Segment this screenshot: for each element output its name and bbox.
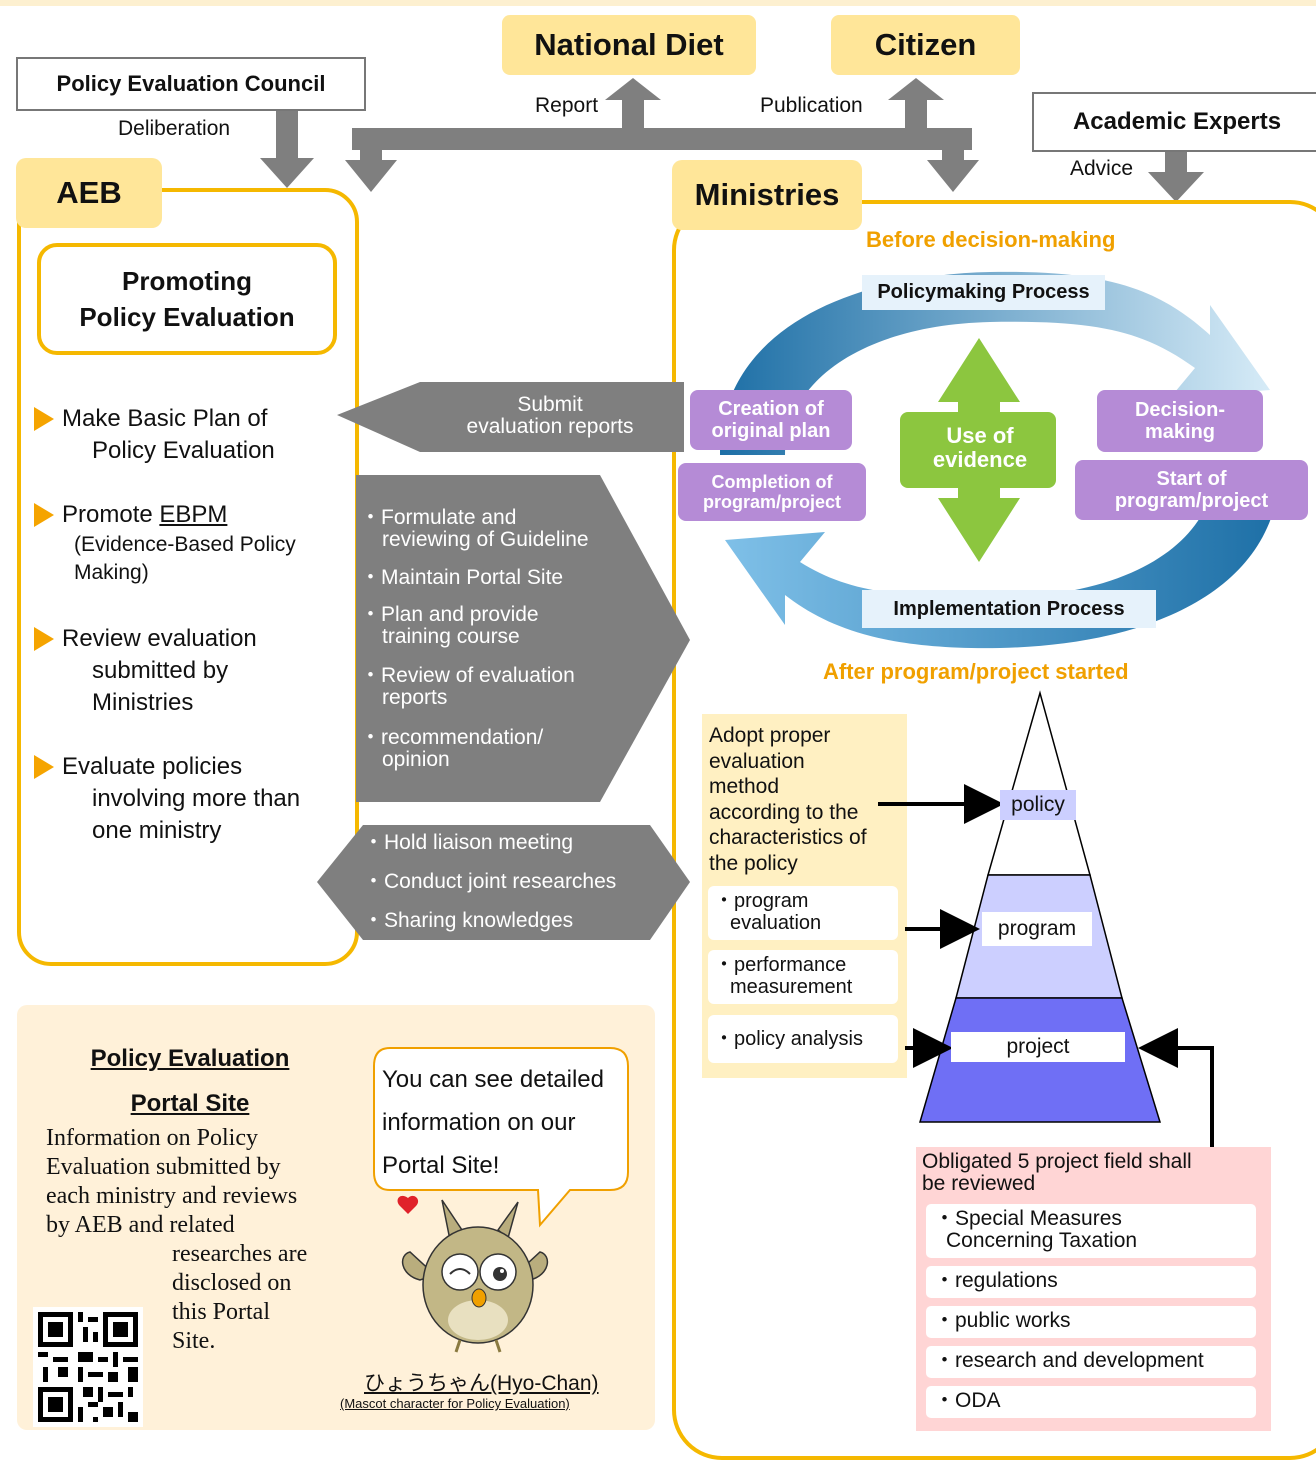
pyramid-policy-label: policy bbox=[1000, 790, 1076, 820]
aeb-item-text: Evaluate policies bbox=[62, 753, 243, 780]
obligated-item: ・regulations bbox=[926, 1266, 1256, 1298]
use-of-evidence-arrow bbox=[900, 338, 1056, 562]
before-decision-label: Before decision-making bbox=[866, 227, 1116, 252]
citizen-node: Citizen bbox=[831, 15, 1020, 75]
ministries-title: Ministries bbox=[672, 160, 862, 230]
aeb-action-item: ・recommendation/opinion bbox=[360, 726, 544, 771]
national-diet-node: National Diet bbox=[502, 15, 756, 75]
aeb-item-text: one ministry bbox=[92, 817, 222, 844]
aeb-item-review: Review evaluation submitted by Ministrie… bbox=[34, 623, 257, 719]
method-policy-analysis: ・policy analysis bbox=[708, 1015, 898, 1063]
pyramid-program-label: program bbox=[982, 912, 1092, 946]
triangle-bullet-icon bbox=[34, 627, 54, 651]
obligated-item: ・research and development bbox=[926, 1346, 1256, 1378]
promoting-line1: Promoting bbox=[122, 266, 252, 296]
ebpm-link[interactable]: EBPM bbox=[159, 501, 228, 528]
aeb-item-ebpm: Promote EBPM (Evidence-Based Policy Maki… bbox=[34, 499, 296, 587]
aeb-item-text: Review evaluation bbox=[62, 625, 257, 652]
council-node: Policy Evaluation Council bbox=[16, 57, 366, 111]
policymaking-process-label: Policymaking Process bbox=[862, 275, 1105, 310]
aeb-title: AEB bbox=[16, 158, 162, 228]
report-label: Report bbox=[535, 94, 599, 117]
obligated-item: ・public works bbox=[926, 1306, 1256, 1338]
implementation-process-label: Implementation Process bbox=[862, 590, 1156, 628]
submit-arrow-label: Submit evaluation reports bbox=[420, 394, 680, 438]
mascot-name-en: (Hyo-Chan) bbox=[490, 1372, 599, 1395]
aeb-item-text: Ministries bbox=[92, 689, 194, 716]
triangle-bullet-icon bbox=[34, 407, 54, 431]
decision-making: Decision-making bbox=[1097, 390, 1263, 452]
liaison-item: ・Conduct joint researches bbox=[363, 870, 617, 893]
mascot-name-jp: ひょうちゃん bbox=[364, 1371, 490, 1395]
aeb-actions-arrow-shape bbox=[356, 475, 690, 802]
mascot-caption: (Mascot character for Policy Evaluation) bbox=[340, 1396, 570, 1411]
liaison-item: ・Sharing knowledges bbox=[363, 909, 574, 932]
deliberation-label: Deliberation bbox=[118, 117, 231, 140]
submit-arrow-shape bbox=[337, 382, 684, 452]
liaison-item: ・Hold liaison meeting bbox=[363, 831, 574, 854]
mascot-hyo-chan-icon bbox=[397, 1195, 549, 1353]
submit-line1: Submit bbox=[517, 393, 583, 416]
publication-label: Publication bbox=[760, 94, 863, 117]
top-strip bbox=[0, 0, 1316, 6]
speech-bubble-shape bbox=[373, 1047, 629, 1228]
aeb-action-item: ・Maintain Portal Site bbox=[360, 566, 564, 589]
aeb-item-basic-plan: Make Basic Plan of Policy Evaluation bbox=[34, 403, 275, 467]
triangle-bullet-icon bbox=[34, 503, 54, 527]
qr-code-icon[interactable] bbox=[33, 1306, 143, 1428]
obligated-item: ・ODA bbox=[926, 1386, 1256, 1418]
aeb-item-text: submitted by bbox=[92, 657, 229, 684]
aeb-item-text: Promote EBPM bbox=[62, 499, 296, 531]
aeb-item-text: Policy Evaluation bbox=[92, 437, 275, 464]
aeb-panel bbox=[17, 188, 359, 966]
after-program-label: After program/project started bbox=[823, 659, 1129, 684]
academic-node: Academic Experts bbox=[1032, 92, 1316, 152]
promote-text: Promote bbox=[62, 501, 153, 528]
promoting-line2: Policy Evaluation bbox=[79, 302, 295, 332]
submit-line2: evaluation reports bbox=[466, 415, 634, 438]
triangle-bullet-icon bbox=[34, 755, 54, 779]
aeb-item-text: involving more than bbox=[92, 785, 301, 812]
aeb-item-text: Make Basic Plan of bbox=[62, 405, 268, 432]
pyramid-project-label: project bbox=[951, 1032, 1125, 1062]
liaison-arrow-shape bbox=[317, 825, 690, 940]
promoting-box: Promoting Policy Evaluation bbox=[37, 243, 337, 355]
aeb-item-subtext: (Evidence-Based Policy bbox=[74, 533, 296, 556]
advice-label: Advice bbox=[1070, 157, 1134, 180]
upper-cycle-arrow bbox=[720, 271, 1270, 455]
mascot-name: ひょうちゃん(Hyo-Chan) bbox=[364, 1367, 599, 1397]
aeb-item-evaluate: Evaluate policies involving more than on… bbox=[34, 751, 301, 847]
aeb-item-subtext: Making) bbox=[74, 561, 149, 584]
